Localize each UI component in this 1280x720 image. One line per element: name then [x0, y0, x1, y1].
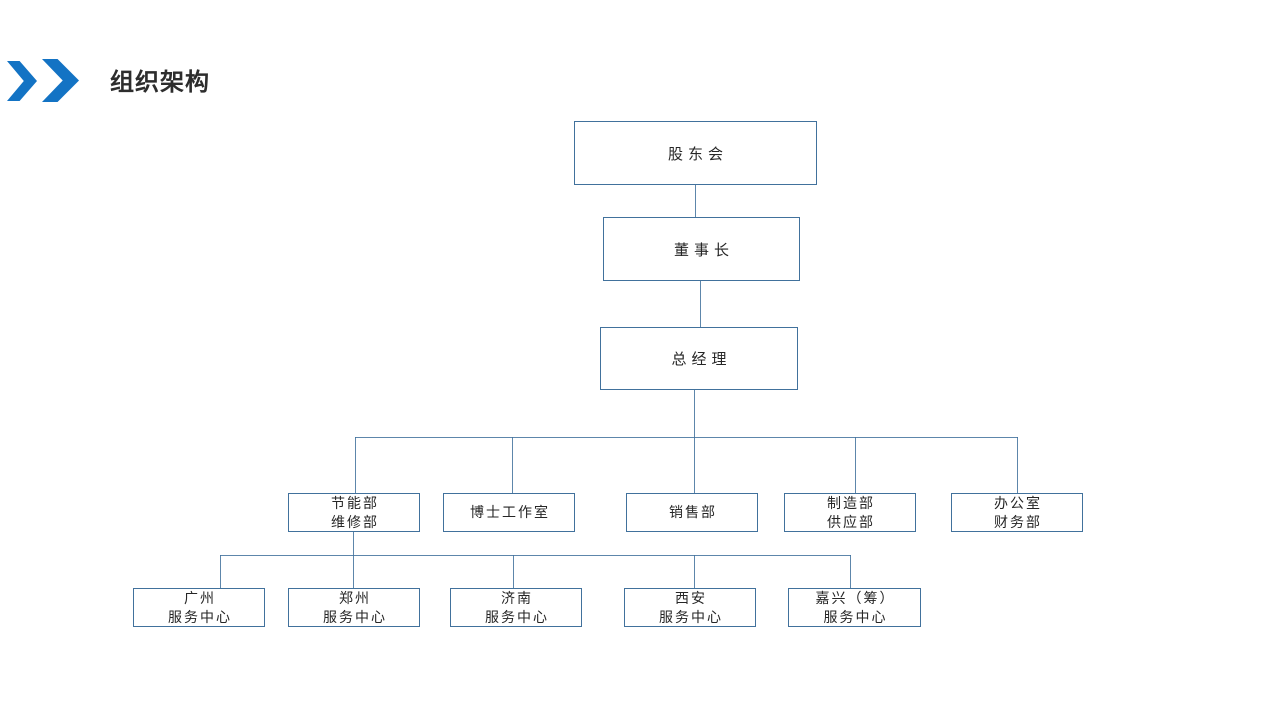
org-node-label: 服务中心: [823, 608, 888, 625]
org-node-label: 财务部: [994, 513, 1042, 530]
connector-line: [220, 555, 221, 588]
org-node-label: 股东会: [667, 145, 728, 163]
chevron-right-icon: [7, 61, 37, 101]
org-node-label: 西安: [675, 589, 707, 606]
org-node-jinan-service-center: 济南 服务中心: [450, 588, 582, 627]
connector-line: [220, 555, 851, 556]
org-node-label: 销售部: [669, 504, 717, 520]
connector-line: [850, 555, 851, 588]
connector-line: [855, 437, 856, 493]
connector-line: [512, 437, 513, 493]
org-node-chairman: 董事长: [603, 217, 800, 281]
org-node-general-manager: 总经理: [600, 327, 798, 390]
page-title: 组织架构: [110, 69, 210, 96]
org-node-office-finance-dept: 办公室 财务部: [951, 493, 1083, 532]
double-chevron-right-icon: [7, 59, 87, 103]
org-node-sales-dept: 销售部: [626, 493, 758, 532]
org-node-shareholders-meeting: 股东会: [574, 121, 817, 185]
org-node-guangzhou-service-center: 广州 服务中心: [133, 588, 265, 627]
org-node-label: 总经理: [671, 351, 732, 368]
connector-line: [353, 532, 354, 588]
connector-line: [700, 281, 701, 327]
org-node-label: 服务中心: [168, 608, 232, 625]
org-node-zhengzhou-service-center: 郑州 服务中心: [288, 588, 420, 627]
connector-line: [513, 555, 514, 588]
connector-line: [694, 437, 695, 493]
org-node-label: 供应部: [827, 513, 875, 530]
org-node-energy-maintenance-dept: 节能部 维修部: [288, 493, 420, 532]
org-node-label: 服务中心: [323, 608, 387, 625]
org-node-label: 董事长: [673, 241, 734, 259]
connector-line: [355, 437, 356, 493]
chevron-right-icon: [42, 59, 79, 102]
connector-line: [694, 555, 695, 588]
connector-line: [1017, 437, 1018, 493]
org-node-phd-studio: 博士工作室: [443, 493, 575, 532]
org-node-label: 济南: [501, 589, 533, 606]
org-node-label: 郑州: [339, 589, 371, 606]
org-node-label: 维修部: [331, 513, 379, 530]
connector-line: [694, 390, 695, 437]
org-node-label: 服务中心: [659, 608, 723, 625]
connector-line: [355, 437, 1018, 438]
org-node-label: 办公室: [994, 494, 1042, 511]
org-node-label: 节能部: [331, 494, 379, 511]
org-node-label: 制造部: [827, 494, 875, 511]
org-node-label: 广州: [184, 589, 216, 606]
org-node-label: 嘉兴（筹）: [815, 589, 896, 606]
org-node-manufacturing-supply-dept: 制造部 供应部: [784, 493, 916, 532]
org-node-xian-service-center: 西安 服务中心: [624, 588, 756, 627]
connector-line: [695, 185, 696, 217]
org-node-label: 博士工作室: [470, 504, 550, 520]
org-node-jiaxing-service-center: 嘉兴（筹） 服务中心: [788, 588, 921, 627]
org-node-label: 服务中心: [485, 608, 549, 625]
